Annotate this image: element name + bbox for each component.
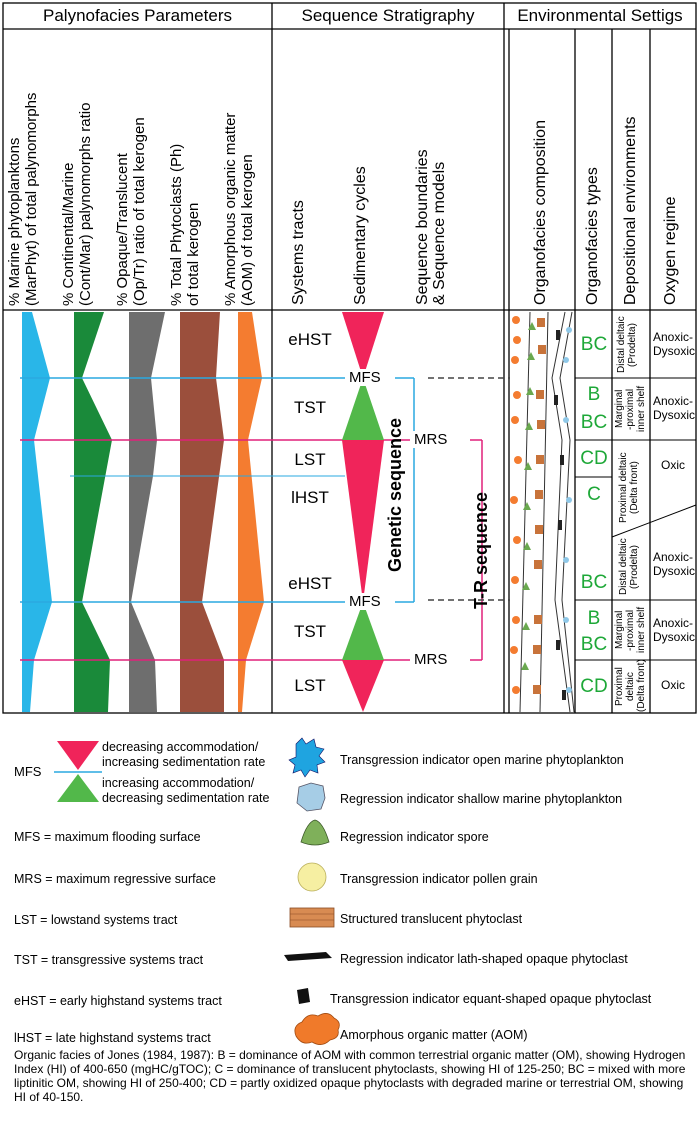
legend-symbols xyxy=(54,737,340,1045)
legend-abbr-lhst: lHST = late highstand systems tract xyxy=(14,1031,211,1045)
legend-symbol-text-8: Amorphous organic matter (AOM) xyxy=(340,1028,528,1042)
spore-icons xyxy=(521,322,536,670)
oxygen-regime-4: Anoxic- Dysoxic xyxy=(653,550,696,578)
organofacies-type-8: BC xyxy=(580,634,608,655)
aom-icon xyxy=(294,1013,340,1045)
oxygen-regime-3: Oxic xyxy=(661,458,685,472)
depositional-env-1: Distal deltaic (Prodelta) xyxy=(616,316,638,374)
sedimentary-cycles-title: Sedimentary cycles xyxy=(352,166,369,305)
surface-mrs-1: MRS xyxy=(412,431,450,448)
contmar-curve xyxy=(74,312,112,712)
legend-abbr-mrs: MRS = maximum regressive surface xyxy=(14,872,216,886)
systems-tract-5: eHST xyxy=(288,574,332,593)
aom-icons xyxy=(510,316,522,694)
aom-curve xyxy=(238,312,264,712)
legend-abbr-tst: TST = transgressive systems tract xyxy=(14,953,204,967)
legend-abbr-mfs: MFS = maximum flooding surface xyxy=(14,830,201,844)
organofacies-type-4: CD xyxy=(580,448,608,469)
tr-sequence-label: T-R sequence xyxy=(471,491,491,609)
table-frame xyxy=(2,2,697,714)
legend-abbr-lst: LST = lowstand systems tract xyxy=(14,913,178,927)
oxygen-regime-6: Oxic xyxy=(661,678,685,692)
equant-opaque-phytoclast-icon xyxy=(297,988,310,1004)
surface-mfs-1: MFS xyxy=(347,369,383,386)
oxygen-regime-5: Anoxic- Dysoxic xyxy=(653,616,696,644)
organofacies-type-1: BC xyxy=(580,334,608,355)
legend-abbr-ehst: eHST = early highstand systems tract xyxy=(14,994,222,1008)
legend-red-triangle-icon xyxy=(57,741,99,770)
systems-tracts-title: Systems tracts xyxy=(290,200,307,305)
marphyt-title: % Marine phytoplanktons (MarPhyt) of tot… xyxy=(6,92,40,306)
oxygen-regime-1: Anoxic- Dysoxic xyxy=(653,330,696,358)
legend-green-triangle-icon xyxy=(57,774,99,802)
cycle-green-1 xyxy=(342,378,384,440)
legend-symbol-text-4: Transgression indicator pollen grain xyxy=(340,872,538,886)
legend-red-text: decreasing accommodation/ increasing sed… xyxy=(102,740,266,769)
surface-mrs-2: MRS xyxy=(412,651,450,668)
optr-curve xyxy=(129,312,165,712)
genetic-sequence-label: Genetic sequence xyxy=(385,417,405,573)
phytoclast-icons xyxy=(533,318,546,694)
legend-symbol-text-3: Regression indicator spore xyxy=(340,830,489,844)
systems-tract-7: LST xyxy=(294,676,326,695)
ph-curve xyxy=(180,312,224,712)
optr-title: % Opaque/Translucent (Op/Tr) ratio of to… xyxy=(114,117,148,306)
footnote: Organic facies of Jones (1984, 1987): B … xyxy=(14,1048,686,1104)
structured-phytoclast-icon xyxy=(289,907,335,928)
legend-symbol-text-7: Transgression indicator equant-shaped op… xyxy=(330,992,652,1006)
open-marine-phytoplankton-icon xyxy=(288,737,326,778)
surface-mfs-2: MFS xyxy=(347,593,383,610)
organofacies-type-9: CD xyxy=(580,676,608,697)
oxygen-regime-2: Anoxic- Dysoxic xyxy=(653,394,696,422)
lath-opaque-phytoclast-icon xyxy=(284,952,332,961)
organofacies-type-5: C xyxy=(587,484,601,505)
systems-tract-2: TST xyxy=(293,398,327,417)
palynofacies-curves xyxy=(22,312,264,712)
depositional-env-6: Proximal deltaic (Delta front) xyxy=(614,659,647,712)
systems-tract-6: TST xyxy=(293,622,327,641)
cycle-green-2 xyxy=(342,602,384,660)
marphyt-curve xyxy=(22,312,52,712)
sequence-stratigraphy-header: Sequence Stratigraphy xyxy=(301,6,475,25)
depositional-env-3: Proximal deltaic (Delta front) xyxy=(618,452,640,524)
sedimentary-cycles xyxy=(342,312,384,712)
aom-title: % Amorphous organic matter (AOM) of tota… xyxy=(222,112,256,306)
depositional-env-5: Marginal -proximal inner shelf xyxy=(614,606,647,654)
systems-tract-3: LST xyxy=(294,450,326,469)
palynofacies-header: Palynofacies Parameters xyxy=(43,6,232,25)
organofacies-type-7: B xyxy=(587,608,601,629)
cycle-red-1 xyxy=(342,312,384,378)
legend-mfs-label: MFS xyxy=(14,764,42,779)
cycle-red-2 xyxy=(342,440,384,602)
oxygen-regime-title: Oxygen regime xyxy=(662,196,679,306)
depositional-env-4: Distal deltaic (Prodelta) xyxy=(618,538,640,596)
organofacies-composition-title: Organofacies composition xyxy=(532,120,549,305)
organofacies-type-2: B xyxy=(587,384,601,405)
ph-title: % Total Phytoclasts (Ph) of total keroge… xyxy=(168,143,202,306)
legend-green-text: increasing accommodation/ decreasing sed… xyxy=(102,776,270,805)
spore-icon xyxy=(300,819,330,846)
shallow-marine-phytoplankton-icon xyxy=(296,782,326,812)
organofacies-type-3: BC xyxy=(580,412,608,433)
organofacies-type-dividers xyxy=(575,377,697,661)
depositional-environments-title: Depositional environments xyxy=(622,116,639,305)
systems-tract-4: lHST xyxy=(291,488,329,507)
contmar-title: % Continental/Marine (Cont/Mar) palynomo… xyxy=(60,102,94,306)
legend-symbol-text-1: Transgression indicator open marine phyt… xyxy=(340,753,624,767)
organofacies-composition xyxy=(510,311,575,713)
legend-symbol-text-6: Regression indicator lath-shaped opaque … xyxy=(340,952,628,966)
cycle-red-3 xyxy=(342,660,384,712)
environmental-settings-header: Environmental Settigs xyxy=(517,6,683,25)
organofacies-type-6: BC xyxy=(580,572,608,593)
opaque-icons xyxy=(554,330,566,700)
sequence-boundaries-title: Sequence boundaries & Sequence models xyxy=(414,149,448,305)
legend-symbol-text-5: Structured translucent phytoclast xyxy=(340,912,523,926)
depositional-env-2: Marginal -proximal inner shelf xyxy=(614,385,647,433)
organofacies-types-title: Organofacies types xyxy=(584,167,601,305)
phytoplankton-icons xyxy=(563,327,572,693)
systems-tract-1: eHST xyxy=(288,330,332,349)
pollen-grain-icon xyxy=(297,862,327,892)
legend-symbol-text-2: Regression indicator shallow marine phyt… xyxy=(340,792,623,806)
